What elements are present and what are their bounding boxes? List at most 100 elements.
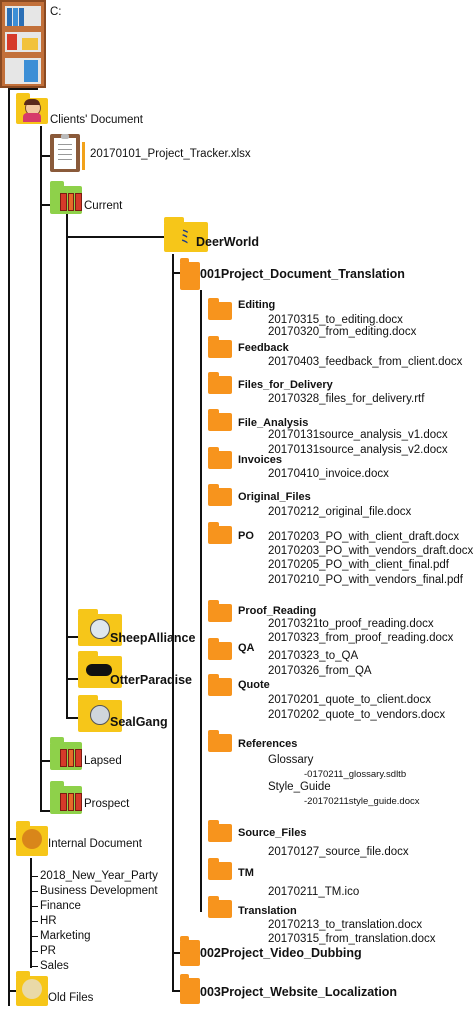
sheep-folder-icon[interactable] — [78, 609, 122, 646]
tree-line-internal-item — [30, 906, 38, 907]
editing-file-2[interactable]: 20170320_from_editing.docx — [268, 326, 417, 338]
style-guide-label[interactable]: Style_Guide — [268, 781, 331, 793]
internal-item[interactable]: Finance — [40, 900, 81, 912]
internal-label: Internal Document — [48, 838, 142, 850]
source-folder-icon[interactable] — [208, 820, 232, 842]
internal-item[interactable]: HR — [40, 915, 57, 927]
prospect-folder-icon[interactable] — [50, 781, 83, 814]
tree-line-current-seal — [66, 717, 78, 719]
po-file-2[interactable]: 20170203_PO_with_vendors_draft.docx — [268, 545, 474, 557]
root-label: C: — [50, 6, 62, 18]
tracker-file[interactable]: 20170101_Project_Tracker.xlsx — [90, 148, 251, 160]
deerworld-label: DeerWorld — [196, 235, 259, 249]
seal-folder-icon[interactable] — [78, 695, 122, 732]
deer-folder-icon[interactable]: ﾐ — [164, 217, 208, 252]
invoices-file-1[interactable]: 20170410_invoice.docx — [268, 468, 389, 480]
glossary-file[interactable]: -0170211_glossary.sdltb — [304, 769, 407, 780]
source-file-1[interactable]: 20170127_source_file.docx — [268, 846, 409, 858]
proof-file-2[interactable]: 20170323_from_proof_reading.docx — [268, 632, 454, 644]
pencil-icon — [82, 142, 85, 170]
translation-folder-icon[interactable] — [208, 896, 232, 918]
glossary-label[interactable]: Glossary — [268, 754, 314, 766]
quote-file-2[interactable]: 20170202_quote_to_vendors.docx — [268, 709, 446, 721]
lapsed-folder-icon[interactable] — [50, 737, 83, 770]
quote-folder-icon[interactable] — [208, 674, 232, 696]
qa-file-2[interactable]: 20170326_from_QA — [268, 665, 372, 677]
analysis-file-1[interactable]: 20170131source_analysis_v1.docx — [268, 429, 448, 441]
proof-folder-icon[interactable] — [208, 600, 232, 622]
tree-line-current-deer — [66, 236, 164, 238]
qa-file-1[interactable]: 20170323_to_QA — [268, 650, 359, 662]
tree-line-deer-p1 — [172, 272, 180, 274]
po-file-4[interactable]: 20170210_PO_with_vendors_final.pdf — [268, 574, 464, 586]
project-001-folder-icon[interactable] — [180, 258, 200, 290]
tree-line-root-h-clients — [8, 88, 38, 90]
translation-file-2[interactable]: 20170315_from_translation.docx — [268, 933, 436, 945]
old-folder-icon[interactable] — [16, 971, 48, 1006]
tree-line-clients — [40, 126, 42, 812]
tree-line-internal — [30, 858, 32, 968]
editing-folder-icon[interactable] — [208, 298, 232, 320]
qa-folder-icon[interactable] — [208, 638, 232, 660]
clients-folder-icon[interactable] — [16, 93, 48, 124]
project-002-folder-icon[interactable] — [180, 936, 200, 966]
proof-label: Proof_Reading — [238, 605, 317, 617]
feedback-folder-icon[interactable] — [208, 336, 232, 358]
source-label: Source_Files — [238, 827, 307, 839]
translation-file-1[interactable]: 20170213_to_translation.docx — [268, 919, 423, 931]
project-003-folder-icon[interactable] — [180, 974, 200, 1004]
otter-folder-icon[interactable] — [78, 651, 122, 688]
style-guide-file[interactable]: -20170211style_guide.docx — [304, 796, 420, 807]
original-file-1[interactable]: 20170212_original_file.docx — [268, 506, 412, 518]
internal-item[interactable]: 2018_New_Year_Party — [40, 870, 158, 882]
internal-item[interactable]: PR — [40, 945, 56, 957]
references-folder-icon[interactable] — [208, 730, 232, 752]
sealgang-label: SealGang — [110, 715, 168, 729]
internal-folder-icon[interactable] — [16, 821, 48, 856]
lapsed-label: Lapsed — [84, 755, 122, 767]
spreadsheet-icon[interactable] — [50, 134, 80, 172]
tree-line-internal-item — [30, 876, 38, 877]
invoices-folder-icon[interactable] — [208, 447, 232, 469]
tree-line-root-h-old — [8, 990, 16, 992]
tree-line-p1 — [200, 290, 202, 912]
analysis-file-2[interactable]: 20170131source_analysis_v2.docx — [268, 444, 448, 456]
original-folder-icon[interactable] — [208, 484, 232, 506]
analysis-label: File_Analysis — [238, 417, 309, 429]
quote-file-1[interactable]: 20170201_quote_to_client.docx — [268, 694, 432, 706]
tree-line-internal-item — [30, 921, 38, 922]
references-label: References — [238, 738, 298, 750]
editing-file-1[interactable]: 20170315_to_editing.docx — [268, 314, 403, 326]
delivery-label: Files_for_Delivery — [238, 379, 333, 391]
bookshelf-icon[interactable] — [0, 0, 46, 88]
tm-folder-icon[interactable] — [208, 858, 232, 880]
po-label: PO — [238, 530, 254, 542]
tree-line-internal-item — [30, 891, 38, 892]
tree-line-deer-p3 — [172, 990, 180, 992]
project-001-label: 001Project_Document_Translation — [200, 267, 405, 281]
delivery-folder-icon[interactable] — [208, 372, 232, 394]
proof-file-1[interactable]: 20170321to_proof_reading.docx — [268, 618, 434, 630]
tree-line-clients-lapsed — [40, 760, 50, 762]
tree-line-clients-current — [40, 204, 50, 206]
tm-file-1[interactable]: 20170211_TM.ico — [268, 886, 360, 898]
current-folder-icon[interactable] — [50, 181, 83, 214]
internal-item[interactable]: Marketing — [40, 930, 91, 942]
analysis-folder-icon[interactable] — [208, 409, 232, 431]
original-label: Original_Files — [238, 491, 311, 503]
po-file-3[interactable]: 20170205_PO_with_client_final.pdf — [268, 559, 449, 571]
internal-item[interactable]: Business Development — [40, 885, 158, 897]
qa-label: QA — [238, 642, 255, 654]
sheepalliance-label: SheepAlliance — [110, 631, 196, 645]
po-folder-icon[interactable] — [208, 522, 232, 544]
po-file-1[interactable]: 20170203_PO_with_client_draft.docx — [268, 531, 460, 543]
tree-line-root-h-internal — [8, 838, 16, 840]
project-002-label: 002Project_Video_Dubbing — [200, 946, 362, 960]
internal-item[interactable]: Sales — [40, 960, 69, 972]
tree-line-internal-item — [30, 966, 38, 967]
tree-line-clients-prospect — [40, 810, 50, 812]
tree-line-current-otter — [66, 678, 78, 680]
feedback-file-1[interactable]: 20170403_feedback_from_client.docx — [268, 356, 463, 368]
otterparadise-label: OtterParadise — [110, 673, 192, 687]
delivery-file-1[interactable]: 20170328_files_for_delivery.rtf — [268, 393, 425, 405]
